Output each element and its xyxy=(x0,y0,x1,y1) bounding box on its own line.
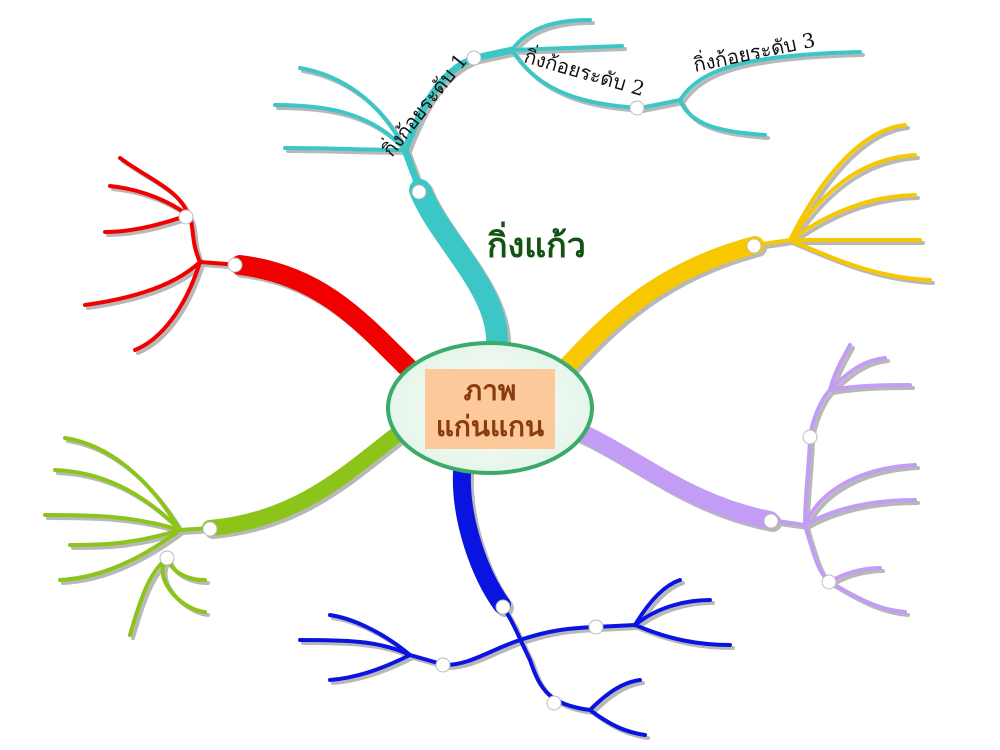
branch-title: กิ่งแก้ว xyxy=(487,226,586,266)
branch-red[interactable] xyxy=(83,156,423,383)
node-marker[interactable] xyxy=(202,521,218,537)
central-topic-line1: ภาพ xyxy=(463,374,517,407)
node-marker[interactable] xyxy=(227,257,243,273)
node-markers xyxy=(159,50,837,711)
node-marker[interactable] xyxy=(159,550,175,566)
node-marker[interactable] xyxy=(821,574,837,590)
label-level1: กิ่งก้อยระดับ 1 xyxy=(375,47,472,161)
node-marker[interactable] xyxy=(435,657,451,673)
node-marker[interactable] xyxy=(178,209,194,225)
central-topic[interactable]: ภาพ แก่นแกน xyxy=(425,369,555,449)
node-marker[interactable] xyxy=(746,238,762,254)
branch-green[interactable] xyxy=(43,424,411,640)
node-marker[interactable] xyxy=(802,429,818,445)
central-topic-line2: แก่นแกน xyxy=(435,410,545,443)
node-marker[interactable] xyxy=(546,695,562,711)
node-marker[interactable] xyxy=(588,619,604,635)
node-marker[interactable] xyxy=(495,599,511,615)
node-marker[interactable] xyxy=(411,184,427,200)
node-marker[interactable] xyxy=(629,100,645,116)
branch-blue[interactable] xyxy=(298,463,735,740)
branch-purple[interactable] xyxy=(571,343,920,617)
branch-yellow[interactable] xyxy=(559,123,935,377)
node-marker[interactable] xyxy=(763,513,779,529)
node-marker[interactable] xyxy=(466,50,482,66)
label-level3: กิ่งก้อยระดับ 3 xyxy=(691,26,818,77)
